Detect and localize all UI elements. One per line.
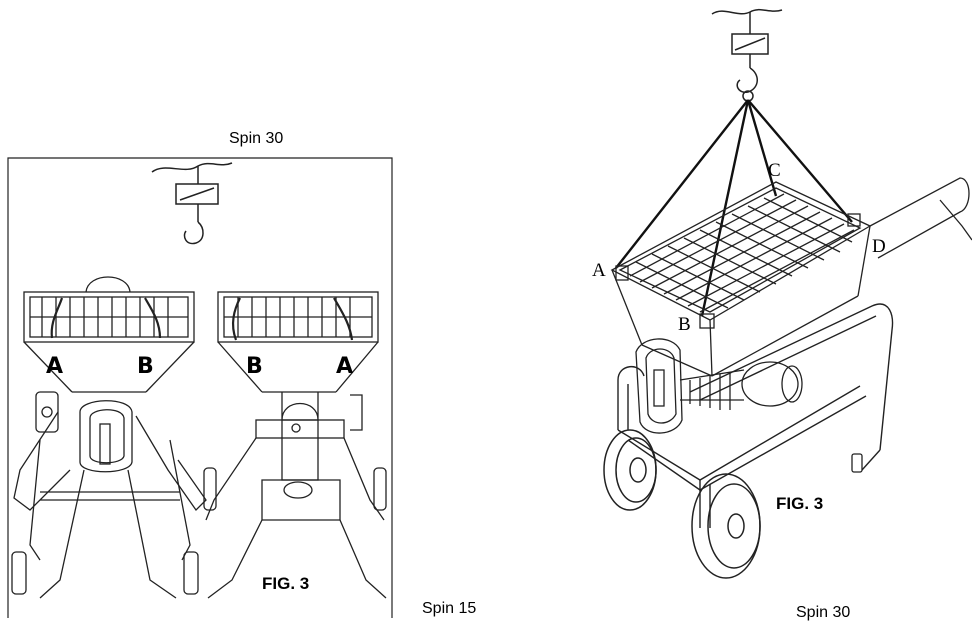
point-label-b-right-view: B [246, 354, 263, 379]
rear-caster [851, 453, 863, 473]
front-wheel-right [691, 473, 761, 579]
point-label-c: C [768, 160, 781, 181]
point-label-b: B [678, 314, 691, 335]
discharge-chute [869, 177, 972, 259]
fig3-label-left: FIG. 3 [262, 574, 310, 593]
lifting-chains [615, 99, 853, 317]
chassis-frame [617, 303, 894, 528]
crane-hook-right [711, 8, 783, 102]
point-label-a: A [592, 260, 606, 281]
front-wheel-left [603, 429, 657, 511]
crane-hook-left [151, 162, 233, 245]
point-label-a-right-view: A [336, 354, 354, 379]
mixer-hopper-isometric [610, 181, 872, 377]
mixer-rear-view-left [203, 291, 387, 599]
spin30-caption-left: Spin 30 [229, 130, 284, 147]
point-label-a-left-view: A [46, 354, 64, 379]
spin30-caption-right: Spin 30 [796, 604, 851, 621]
fig3-label-right: FIG. 3 [776, 494, 824, 513]
left-panel-frame [7, 157, 393, 618]
spin15-caption: Spin 15 [422, 600, 477, 617]
mixer-front-view-left [11, 276, 207, 599]
point-label-b-left-view: B [137, 354, 154, 379]
point-label-d: D [872, 236, 886, 257]
